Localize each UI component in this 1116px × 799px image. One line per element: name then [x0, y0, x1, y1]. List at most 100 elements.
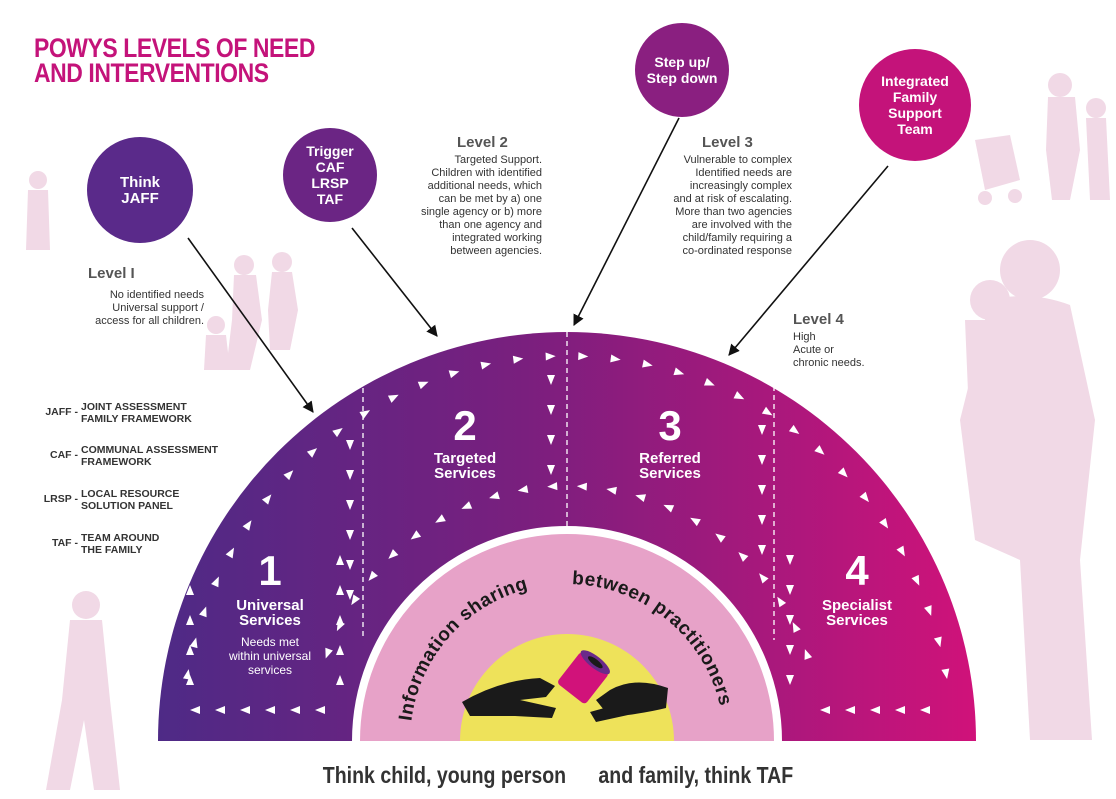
title-line-2: AND INTERVENTIONS — [34, 58, 269, 88]
flow-arrowhead — [290, 706, 300, 714]
flow-arrowhead — [545, 352, 556, 361]
flow-arrowhead — [690, 517, 701, 527]
text-line: Identified needs are — [695, 167, 792, 179]
flow-arrowhead — [242, 520, 252, 531]
flow-arrowhead — [417, 381, 429, 390]
flow-arrowhead — [336, 645, 344, 655]
text-line: Universal support / — [112, 302, 204, 314]
flow-arrowhead — [804, 649, 813, 660]
flow-arrowhead — [761, 406, 773, 416]
flow-arrowhead — [610, 354, 621, 363]
arrow-integrated-team — [728, 165, 889, 356]
segment-1-sub-line-3: services — [248, 663, 292, 677]
flow-arrowhead — [733, 391, 745, 400]
abbr-key: CAF - — [50, 449, 78, 461]
footer-part-2: and family, think TAF — [598, 762, 794, 788]
text-line: Children with identified — [431, 167, 542, 179]
abbr-key: LRSP - — [43, 493, 78, 505]
abbr-key: TAF - — [51, 537, 78, 549]
flow-arrowhead — [261, 494, 272, 505]
text-line: JOINT ASSESSMENT — [81, 401, 187, 413]
segment-1-number: 1 — [258, 547, 281, 594]
segment-3-label: 3 Referred Services — [639, 402, 701, 482]
flow-arrowhead — [480, 361, 492, 370]
footer-slogan: Think child, young person and family, thi… — [84, 762, 1033, 789]
flow-arrowhead — [606, 486, 617, 495]
flow-arrowhead — [240, 706, 250, 714]
text-line: increasingly complex — [689, 180, 792, 192]
flow-arrowhead — [758, 515, 766, 525]
flow-arrowhead — [837, 467, 848, 478]
flow-arrowhead — [547, 405, 555, 415]
arrow-trigger-caf — [351, 227, 438, 337]
flow-arrowhead — [325, 647, 333, 659]
hands-passing-baton-icon — [462, 650, 668, 722]
flow-arrowhead — [941, 668, 950, 680]
segment-4-title-line-1: Specialist — [822, 597, 892, 614]
flow-arrowhead — [435, 514, 446, 523]
flow-arrowhead — [186, 555, 194, 565]
flow-arrowhead — [215, 706, 225, 714]
text-line: TEAM AROUND — [81, 532, 160, 544]
flow-arrowhead — [336, 675, 344, 685]
segment-4-title-line-2: Services — [826, 612, 888, 629]
text-line: LOCAL RESOURCE — [81, 488, 180, 500]
flow-arrowhead — [512, 355, 524, 364]
child-figure-silhouette — [26, 171, 50, 250]
segment-2-number: 2 — [453, 402, 476, 449]
segment-3-number: 3 — [658, 402, 681, 449]
flow-arrowhead — [517, 485, 529, 493]
arrow-think-jaff — [187, 237, 314, 413]
flow-arrowhead — [715, 533, 726, 543]
flow-arrowhead — [896, 545, 905, 557]
flow-arrowhead — [758, 455, 766, 465]
text-line: between agencies. — [450, 245, 542, 257]
text-line: Acute or — [793, 344, 834, 356]
segment-1-sub-line-2: within universal — [228, 649, 311, 663]
flow-arrowhead — [758, 485, 766, 495]
flow-arrowhead — [758, 545, 766, 555]
flow-arrowhead — [786, 585, 794, 595]
flow-arrowhead — [461, 501, 473, 509]
title-line-1: POWYS LEVELS OF NEED — [34, 33, 315, 63]
flow-arrowhead — [186, 615, 194, 625]
footer-part-1: Think child, young person — [322, 762, 567, 788]
flow-arrowhead — [786, 645, 794, 655]
flow-arrowhead — [845, 706, 855, 714]
flow-arrowhead — [777, 596, 787, 608]
flow-arrowhead — [933, 636, 942, 648]
flow-arrowhead — [870, 706, 880, 714]
flow-arrowhead — [786, 555, 794, 565]
people-silhouettes — [26, 73, 1110, 790]
flow-arrowhead — [924, 605, 932, 616]
flow-arrowhead — [759, 573, 769, 584]
flow-arrowhead — [346, 500, 354, 510]
page-title: POWYS LEVELS OF NEED AND INTERVENTIONS — [34, 33, 315, 88]
flow-arrowhead — [642, 359, 653, 368]
flow-arrowhead — [547, 375, 555, 385]
flow-arrowhead — [859, 491, 869, 503]
flow-arrowhead — [190, 706, 200, 714]
text-line: are involved with the — [691, 219, 792, 231]
flow-arrowhead — [578, 352, 589, 361]
flow-arrowhead — [189, 637, 198, 649]
flow-arrowhead — [895, 706, 905, 714]
segment-1-sub-line-1: Needs met — [241, 635, 300, 649]
flow-arrowhead — [410, 530, 422, 540]
flow-arrowhead — [265, 706, 275, 714]
flow-arrowhead — [186, 585, 194, 595]
segment-3-title-line-1: Referred — [639, 450, 701, 467]
flow-arrowhead — [346, 440, 354, 450]
flow-arrowhead — [547, 482, 558, 491]
flow-arrowhead — [387, 394, 399, 403]
flow-arrowhead — [336, 585, 344, 595]
